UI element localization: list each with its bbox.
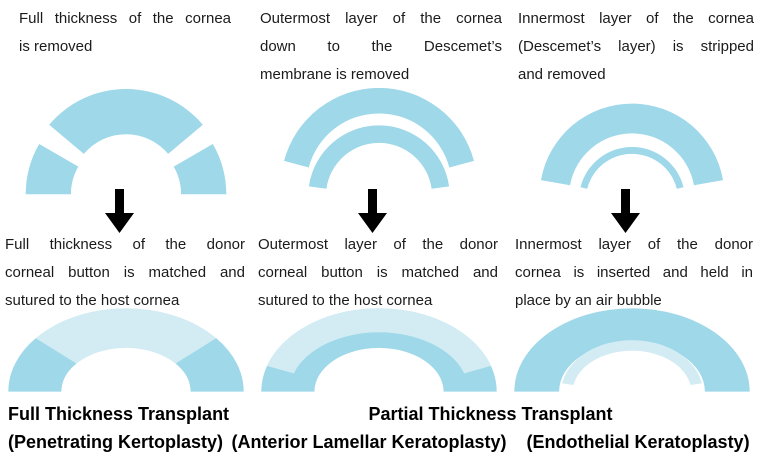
outer-layer-removed [284,88,474,168]
cornea-main-body [540,103,724,186]
cornea-excision-figure-anterior-lamellar [284,88,474,189]
step2-description: Outermost layer of the donor corneal but… [258,231,498,315]
procedure-column-anterior-lamellar: Outermost layer of the cornea down to th… [253,0,506,467]
down-arrow-icon [105,189,134,233]
description-line: Outermost layer of the cornea [260,10,502,27]
step1-description: Full thickness of the cornea is removed [19,5,231,61]
description-line: down to the Descemet’s [260,38,502,55]
footer-left-title: Full Thickness Transplant [8,404,230,424]
step2-description: Innermost layer of the donor cornea is i… [515,231,753,315]
description-line: is removed [19,38,93,55]
cornea-transplant-figure-full-thickness [8,308,244,392]
host-cornea-rim-left [25,144,79,195]
remaining-inner-layer [308,125,450,189]
footer-right-subtitles: (Anterior Lamellar Keratoplasty) (Endoth… [231,428,749,456]
description-line: membrane is removed [260,66,410,83]
step1-description: Outermost layer of the cornea down to th… [260,5,502,89]
cornea-central-button-removed [49,88,203,154]
procedure-column-endothelial: Innermost layer of the cornea (Descemet’… [506,0,760,467]
cornea-excision-figure-full-thickness [25,88,227,195]
description-line: Full thickness of the cornea [19,10,231,27]
footer-endothelial-subtitle: (Endothelial Keratoplasty) [526,432,750,452]
footer-partial-thickness-label: Partial Thickness Transplant (Anterior L… [231,400,749,456]
donor-inner-layer-inserted [562,340,702,385]
description-line: sutured to the host cornea [258,292,433,309]
cornea-transplant-figure-endothelial [514,308,750,392]
footer-right-title: Partial Thickness Transplant [368,404,613,424]
footer-left-subtitle: (Penetrating Kertoplasty) [8,432,224,452]
down-arrow-shape [358,189,387,233]
cornea-excision-figure-endothelial [540,103,724,189]
description-line: place by an air bubble [515,292,662,309]
description-line: sutured to the host cornea [5,292,180,309]
host-cornea-body [514,308,750,392]
donor-outer-layer [267,308,491,374]
description-line: Innermost layer of the donor [515,236,753,253]
description-line: Innermost layer of the cornea [518,10,754,27]
down-arrow-icon [358,189,387,233]
down-arrow-icon [611,189,640,233]
host-cornea-left [8,338,77,392]
cornea-transplant-figure-anterior-lamellar [261,308,497,392]
down-arrow-shape [105,189,134,233]
procedure-column-full-thickness: Full thickness of the cornea is removed … [0,0,253,467]
step2-description: Full thickness of the donor corneal butt… [5,231,245,315]
down-arrow-shape [611,189,640,233]
host-cornea-right [175,338,244,392]
footer-full-thickness-label: Full Thickness Transplant (Penetrating K… [8,400,253,456]
donor-corneal-button [35,308,217,364]
stripped-descemet-layer [580,146,684,189]
step1-description: Innermost layer of the cornea (Descemet’… [518,5,754,89]
description-line: and removed [518,66,606,83]
description-line: corneal button is matched and [258,264,498,281]
host-cornea-rim-right [173,144,227,195]
description-line: corneal button is matched and [5,264,245,281]
footer-anterior-lamellar-subtitle: (Anterior Lamellar Keratoplasty) [231,432,507,452]
description-line: (Descemet’s layer) is stripped [518,38,754,55]
description-line: Full thickness of the donor [5,236,245,253]
description-line: cornea is inserted and held in [515,264,753,281]
description-line: Outermost layer of the donor [258,236,498,253]
